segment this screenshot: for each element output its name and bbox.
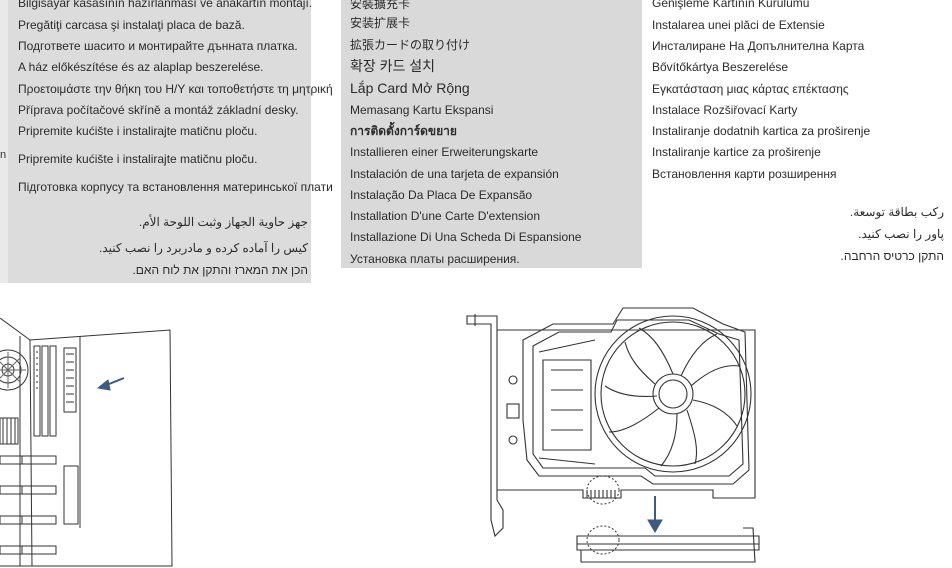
middle-instructions-panel xyxy=(341,0,642,268)
right-line-hr: Instaliranje dodatnih kartica za prošire… xyxy=(652,124,871,138)
right-line-ro: Instalarea unei plăci de Extensie xyxy=(652,18,825,32)
right-line-he: התקן כרטיס הרחבה. xyxy=(840,249,944,263)
left-line-ar: جهز حاوية الجهاز وثبت اللوحة الأم. xyxy=(138,215,308,229)
left-line-fa: کیس را آماده کرده و مادربرد را نصب کنید. xyxy=(98,241,308,255)
mid-line-fr: Installation D'une Carte D'extension xyxy=(350,209,541,223)
left-line-sr: Pripremite kućište i instalirajte matičn… xyxy=(18,152,258,166)
right-line-hu: Bővítőkártya Beszerelése xyxy=(652,60,789,74)
side-tab-mark: n xyxy=(0,149,7,161)
left-line-hr: Pripremite kućište i instalirajte matičn… xyxy=(18,124,258,138)
right-line-sr: Instaliranje kartice za proširenje xyxy=(652,145,821,159)
left-line-tr: Bilgisayar kasasının hazırlanması ve ana… xyxy=(18,0,313,10)
right-line-cs: Instalace Rozšiřovací Karty xyxy=(652,103,798,117)
left-line-cs: Příprava počítačové skříně a montáž zákl… xyxy=(18,103,299,117)
mid-line-it: Installazione Di Una Scheda Di Espansion… xyxy=(350,230,582,244)
mid-line-es: Instalación de una tarjeta de expansión xyxy=(350,167,559,181)
mid-line-pt: Instalação Da Placa De Expansão xyxy=(350,188,533,202)
mid-line-de: Installieren einer Erweiterungskarte xyxy=(350,145,539,159)
case-motherboard-illustration xyxy=(0,318,173,567)
mid-line-ru: Установка платы расширения. xyxy=(350,252,520,266)
mid-line-id: Memasang Kartu Ekspansi xyxy=(350,103,494,117)
left-line-ro: Pregătiţi carcasa şi instalaţi placa de … xyxy=(18,18,245,32)
mid-line-ko: 확장 카드 설치 xyxy=(350,58,436,74)
left-line-hu: A ház előkészítése és az alaplap beszere… xyxy=(18,60,264,74)
right-line-uk: Встановлення карти розширення xyxy=(652,167,837,181)
mid-line-zh-tw: 安裝擴充卡 xyxy=(350,0,411,11)
left-line-el: Προετοιμάστε την θήκη του Η/Υ και τοποθε… xyxy=(18,82,333,96)
right-line-bg: Инсталиране На Допълнителна Карта xyxy=(652,39,865,53)
mid-line-th: การติดตั้งการ์ดขยาย xyxy=(350,124,457,138)
right-line-tr: Genişleme Kartının Kurulumu xyxy=(652,0,810,10)
right-line-fa: پاور را نصب کنید. xyxy=(858,227,944,241)
mid-line-vi: Lắp Card Mở Rộng xyxy=(350,80,470,96)
right-line-el: Εγκατάσταση μιας κάρτας επέκτασης xyxy=(652,82,849,96)
mid-line-ja: 拡張カードの取り付け xyxy=(350,38,471,52)
left-line-he: הכן את המארז והתקן את לוח האם. xyxy=(132,263,308,277)
graphics-card-illustration xyxy=(466,307,760,563)
left-line-bg: Подгответе шасито и монтирайте дънната п… xyxy=(18,39,298,53)
mid-line-zh-cn: 安装扩展卡 xyxy=(350,16,411,30)
side-tab: n xyxy=(0,0,8,283)
right-line-ar: ركب بطاقة توسعة. xyxy=(849,205,944,219)
left-line-uk: Підготовка корпусу та встановлення матер… xyxy=(18,180,333,194)
left-instructions-panel xyxy=(8,0,311,283)
